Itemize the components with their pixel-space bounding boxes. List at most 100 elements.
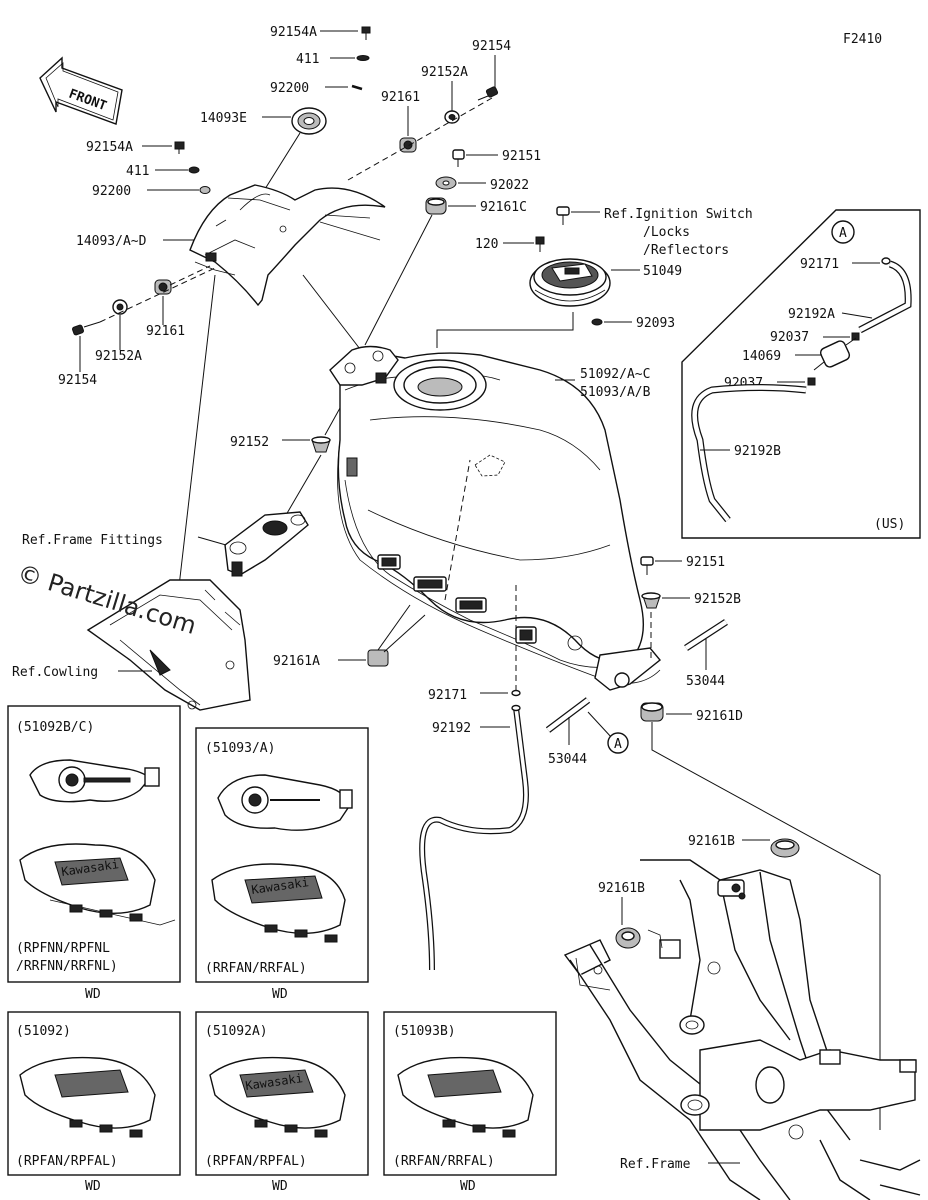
frame-ref[interactable] [563, 859, 921, 1200]
ref-reflectors: /Reflectors [643, 243, 729, 258]
variant-caption-1: (RPFNN/RPFNL [16, 941, 110, 956]
label-120: 120 [475, 237, 498, 252]
label-92200-left: 92200 [92, 184, 131, 199]
label-92154-left: 92154 [58, 373, 97, 388]
grommet-92161-top[interactable] [399, 137, 417, 153]
washer-92022[interactable] [435, 176, 457, 190]
collar-92152B[interactable] [641, 592, 661, 609]
washer-92200-left[interactable] [199, 186, 211, 194]
label-411-top: 411 [296, 52, 319, 67]
label-14093AD: 14093/A~D [76, 234, 147, 249]
screw-92154A-left[interactable] [174, 141, 185, 154]
circle-a-mid-letter: A [614, 737, 622, 752]
screw-92154A-top[interactable] [361, 26, 371, 40]
label-51093AB: 51093/A/B [580, 385, 651, 400]
label-92200-top: 92200 [270, 81, 309, 96]
ref-cowling: Ref.Cowling [12, 665, 98, 680]
ref-frame-fittings: Ref.Frame Fittings [22, 533, 163, 548]
clamp-92037-b[interactable] [807, 377, 816, 386]
tube-53044-low[interactable] [545, 697, 591, 733]
damper-92161B-b[interactable] [615, 927, 641, 949]
nut-411-left[interactable] [188, 166, 200, 174]
bolt-92151-right[interactable] [640, 556, 654, 575]
variant-caption-1: (RRFAN/RRFAL) [393, 1154, 495, 1169]
tank-cover-14093[interactable] [189, 184, 386, 307]
variant-title: (51092B/C) [16, 720, 94, 735]
variant-box-51093B: (51093B) (RRFAN/RRFAL) [383, 1011, 557, 1176]
cowling-ref[interactable] [86, 579, 251, 711]
collar-92152A-top[interactable] [444, 110, 460, 124]
fuel-cap-51049[interactable] [529, 258, 611, 307]
ref-ignition-switch: Ref.Ignition Switch [604, 207, 753, 222]
tube-53044-right[interactable] [684, 619, 728, 651]
label-92154A-left: 92154A [86, 140, 133, 155]
clamp-92171-mid[interactable] [511, 689, 521, 697]
nut-411-top[interactable] [356, 55, 370, 61]
label-53044-low: 53044 [548, 752, 587, 767]
clamp-92037-a[interactable] [851, 332, 860, 341]
pad-92161A[interactable] [367, 649, 389, 667]
label-14093E: 14093E [200, 111, 247, 126]
label-92161B-b: 92161B [598, 881, 645, 896]
bolt-92151-top[interactable] [452, 149, 465, 167]
label-92192: 92192 [432, 721, 471, 736]
label-92154-top: 92154 [472, 39, 511, 54]
variant-footer: WD [272, 987, 288, 1002]
clamp-92171-us[interactable] [881, 257, 891, 265]
screw-120[interactable] [535, 236, 545, 252]
variant-title: (51093B) [393, 1024, 456, 1039]
label-92152: 92152 [230, 435, 269, 450]
variant-footer: WD [85, 987, 101, 1002]
frame-fittings-bracket[interactable] [224, 511, 309, 577]
us-version-box: (US) [681, 209, 921, 539]
label-51092AC: 51092/A~C [580, 367, 650, 382]
label-92161-top: 92161 [381, 90, 420, 105]
variant-footer: WD [85, 1179, 101, 1194]
label-92152B: 92152B [694, 592, 741, 607]
grommet-92161C[interactable] [425, 197, 447, 215]
us-box-label: (US) [874, 517, 905, 532]
grommet-92161-left[interactable] [154, 279, 172, 295]
label-92152A-left: 92152A [95, 349, 142, 364]
damper-92161D[interactable] [640, 702, 664, 722]
cap-14093E[interactable] [291, 107, 327, 135]
label-92152A-top: 92152A [421, 65, 468, 80]
label-92151-top: 92151 [502, 149, 541, 164]
seal-92093[interactable] [591, 318, 603, 326]
label-411-left: 411 [126, 164, 149, 179]
variant-box-51092: (51092) (RPFAN/RPFAL) [7, 1011, 181, 1176]
circle-a-us: A [831, 220, 855, 244]
hose-92192A[interactable] [858, 260, 912, 334]
label-92037-a: 92037 [770, 330, 809, 345]
label-92171-us: 92171 [800, 257, 839, 272]
variant-caption-1: (RRFAN/RRFAL) [205, 961, 307, 976]
label-92161A: 92161A [273, 654, 320, 669]
hose-92192B[interactable] [691, 384, 807, 523]
collar-92152[interactable] [311, 436, 331, 453]
variant-box-51093-A: (51093/A) Kawasaki (RRFAN/RRFAL) [195, 727, 369, 983]
label-92192A: 92192A [788, 307, 835, 322]
fuel-filter-14069[interactable] [813, 337, 857, 371]
variant-footer: WD [460, 1179, 476, 1194]
label-92161D: 92161D [696, 709, 743, 724]
label-92093: 92093 [636, 316, 675, 331]
ref-locks: /Locks [643, 225, 690, 240]
screw-ignition-ref[interactable] [556, 206, 570, 225]
washer-92200-top[interactable] [351, 84, 363, 91]
hose-92192[interactable] [419, 704, 529, 971]
label-92161C: 92161C [480, 200, 527, 215]
collar-92152A-left[interactable] [112, 299, 128, 315]
variant-box-51092A: (51092A) Kawasaki (RPFAN/RPFAL) [195, 1011, 369, 1176]
ref-frame: Ref.Frame [620, 1157, 691, 1172]
damper-92161B-a[interactable] [770, 838, 800, 858]
figure-code: F2410 [843, 32, 882, 47]
bolt-92154-left[interactable] [71, 321, 101, 336]
bolt-92154-top[interactable] [477, 86, 499, 101]
variant-box-51092B-C: (51092B/C) Kawasaki (RPFNN/RPFNL /RRFNN/… [7, 705, 181, 983]
label-92022: 92022 [490, 178, 529, 193]
label-92151-right: 92151 [686, 555, 725, 570]
variant-caption-1: (RPFAN/RPFAL) [205, 1154, 307, 1169]
circle-a-us-letter: A [839, 226, 847, 241]
